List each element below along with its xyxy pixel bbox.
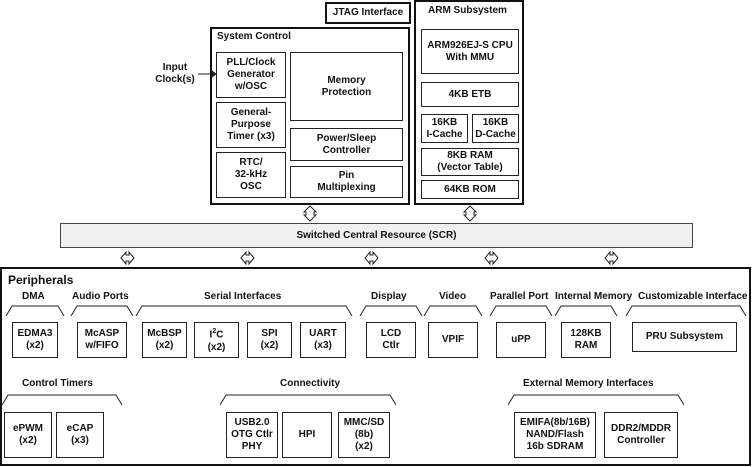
pru-subsystem: PRU Subsystem: [632, 322, 737, 352]
mcbsp: McBSP (x2): [142, 322, 187, 358]
group-display: Display: [371, 291, 407, 302]
bracket-dma: [5, 305, 65, 317]
spi: SPI (x2): [247, 322, 292, 358]
group-serial-interfaces: Serial Interfaces: [204, 291, 282, 302]
hpi: HPI: [282, 412, 332, 458]
arm-subsystem-title: ARM Subsystem: [428, 5, 507, 16]
power-sleep-controller: Power/Sleep Controller: [290, 128, 403, 161]
i2c-count: (x2): [207, 341, 226, 353]
bracket-video: [423, 305, 483, 317]
general-purpose-timer: General- Purpose Timer (x3): [216, 102, 286, 148]
scr-periph-connector-5: [604, 250, 619, 266]
uart: UART (x3): [300, 322, 346, 358]
epwm: ePWM (x2): [4, 412, 52, 458]
bracket-connectivity: [219, 394, 397, 406]
bracket-display: [359, 305, 423, 317]
peripherals-title: Peripherals: [8, 273, 74, 287]
rtc-osc: RTC/ 32-kHz OSC: [216, 152, 286, 198]
bracket-extmem: [507, 394, 685, 406]
group-customizable-interface: Customizable Interface: [638, 291, 748, 302]
group-video: Video: [439, 291, 467, 302]
jtag-interface: JTAG Interface: [325, 2, 411, 24]
vpif: VPIF: [428, 322, 478, 358]
ram-128kb: 128KB RAM: [561, 322, 611, 358]
etb-4kb: 4KB ETB: [421, 82, 519, 107]
arm-cpu: ARM926EJ-S CPU With MMU: [421, 29, 519, 74]
group-control-timers: Control Timers: [22, 378, 93, 389]
input-clock-label: Input Clock(s): [155, 62, 195, 85]
bracket-intmem: [554, 305, 618, 317]
bracket-audio: [70, 305, 134, 317]
arm-scr-connector: [462, 205, 478, 222]
emifa: EMIFA(8b/16B) NAND/Flash 16b SDRAM: [514, 412, 596, 458]
input-clock-arrowhead: [211, 70, 217, 78]
sysctrl-scr-connector: [302, 205, 318, 222]
ram-8kb: 8KB RAM (Vector Table): [421, 148, 519, 176]
mcasp: McASP w/FIFO: [77, 322, 127, 358]
group-dma: DMA: [22, 291, 45, 302]
i2c-label: I2C: [209, 328, 224, 341]
i2c: I2C (x2): [194, 322, 239, 358]
switched-central-resource: Switched Central Resource (SCR): [60, 223, 693, 248]
upp: uPP: [496, 322, 546, 358]
peripherals-container: [0, 267, 751, 466]
group-internal-memory: Internal Memory: [555, 291, 633, 302]
memory-protection: Memory Protection: [290, 52, 403, 121]
scr-periph-connector-4: [484, 250, 499, 266]
lcd-ctlr: LCD Ctlr: [366, 322, 416, 358]
system-control-title: System Control: [217, 31, 291, 42]
scr-periph-connector-3: [364, 250, 379, 266]
ddr2-mddr-controller: DDR2/MDDR Controller: [604, 412, 678, 458]
arm-subsystem: [414, 0, 524, 205]
group-connectivity: Connectivity: [280, 378, 341, 389]
dcache: 16KB D-Cache: [472, 114, 519, 143]
edma3: EDMA3 (x2): [12, 322, 58, 358]
system-control: [210, 27, 410, 205]
bracket-serial: [135, 305, 353, 317]
scr-periph-connector-2: [240, 250, 255, 266]
rom-64kb: 64KB ROM: [421, 180, 519, 199]
pll-clock-generator: PLL/Clock Generator w/OSC: [216, 52, 286, 98]
bracket-timers: [1, 394, 123, 406]
group-parallel-port: Parallel Port: [490, 291, 549, 302]
pin-multiplexing: Pin Multiplexing: [290, 166, 403, 198]
bracket-custom: [625, 305, 747, 317]
mmc-sd: MMC/SD (8b) (x2): [338, 412, 390, 458]
scr-periph-connector-1: [120, 250, 135, 266]
ecap: eCAP (x3): [56, 412, 104, 458]
bracket-parallel: [489, 305, 553, 317]
icache: 16KB I-Cache: [421, 114, 468, 143]
group-external-memory: External Memory Interfaces: [523, 378, 654, 389]
usb-otg: USB2.0 OTG Ctlr PHY: [226, 412, 278, 458]
group-audio-ports: Audio Ports: [72, 291, 129, 302]
